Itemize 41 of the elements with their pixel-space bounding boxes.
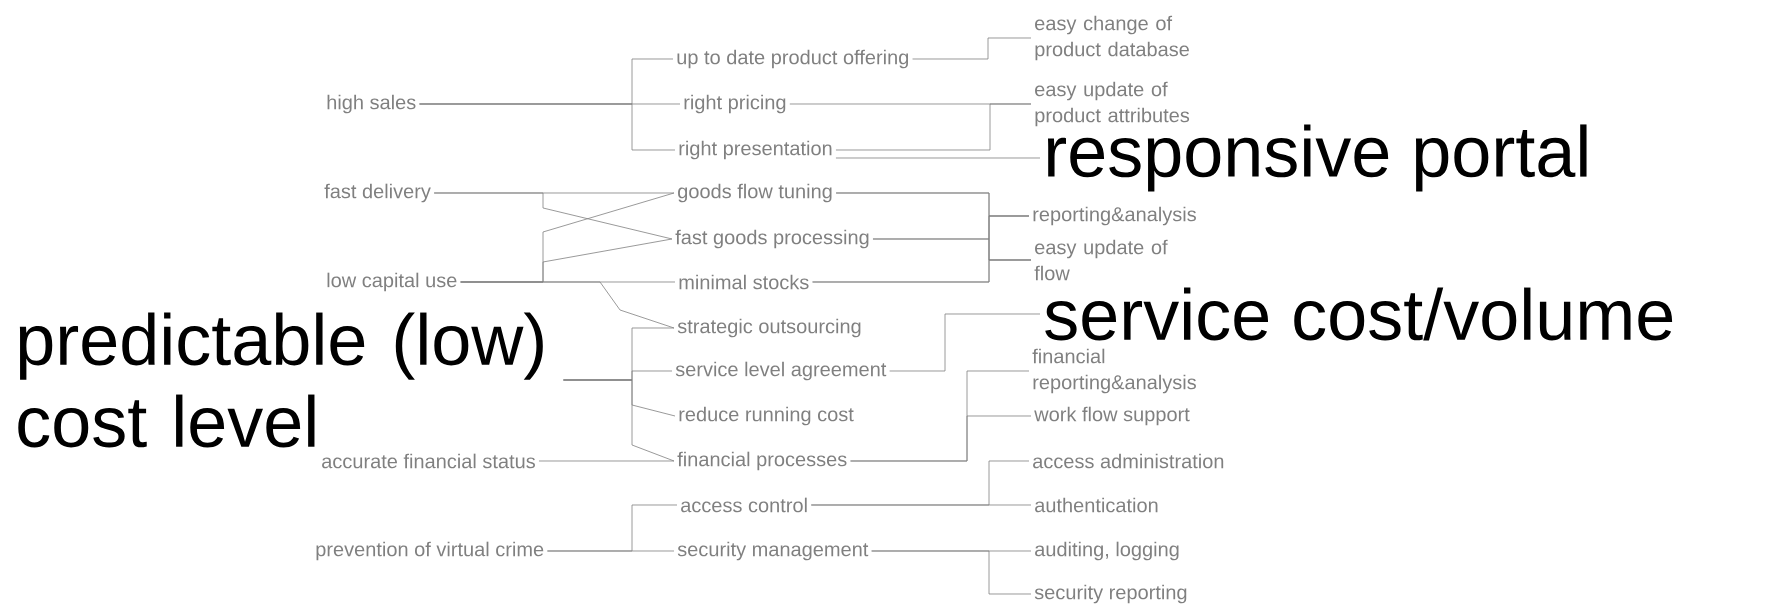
connector-line: [563, 379, 675, 462]
tree-label: auditing, logging: [1035, 541, 1179, 561]
connector-line: [835, 103, 1032, 151]
tree-label: security reporting: [1034, 584, 1187, 604]
tree-label: prevention of virtual crime: [316, 541, 544, 561]
tree-label: service level agreement: [675, 361, 887, 381]
tree-label: authentication: [1035, 497, 1158, 513]
connector-line: [419, 103, 676, 151]
tree-label: high sales: [327, 94, 416, 114]
connector-line: [812, 259, 1032, 283]
tree-label: fast delivery: [324, 183, 431, 203]
connector-line: [538, 460, 675, 462]
tree-label: easy update of flow: [1034, 239, 1168, 281]
tree-label: fast goods processing: [675, 229, 869, 249]
connector-line: [433, 192, 673, 240]
tree-label: strategic outsourcing: [677, 318, 861, 338]
large-label: service cost/volume: [1045, 287, 1673, 341]
tree-label: access control: [681, 497, 807, 513]
tree-label: low capital use: [327, 272, 457, 292]
tree-label: easy change of product database: [1035, 15, 1189, 61]
tree-label: minimal stocks: [679, 274, 809, 290]
tree-label: right presentation: [679, 140, 832, 160]
connector-line: [850, 415, 1032, 462]
tree-label: security management: [677, 541, 869, 561]
tree-label: financial processes: [677, 451, 847, 471]
connector-line: [889, 313, 1041, 372]
large-label: predictable (low) cost level: [18, 312, 543, 448]
tree-label: reporting&analysis: [1033, 206, 1196, 226]
tree-label: access administration: [1033, 453, 1224, 469]
connector-line: [835, 157, 1041, 159]
tree-label: reduce running cost: [679, 406, 854, 426]
connector-line: [547, 550, 675, 552]
tree-label: right pricing: [684, 94, 786, 114]
connector-line: [810, 504, 1032, 506]
connector-line: [912, 37, 1032, 60]
tree-label: accurate financial status: [322, 453, 535, 469]
tree-label: work flow support: [1034, 406, 1190, 426]
connector-line: [460, 281, 675, 329]
tree-label: goods flow tuning: [678, 183, 832, 203]
connector-line: [871, 550, 1032, 595]
tree-label: up to date product offering: [677, 49, 909, 69]
